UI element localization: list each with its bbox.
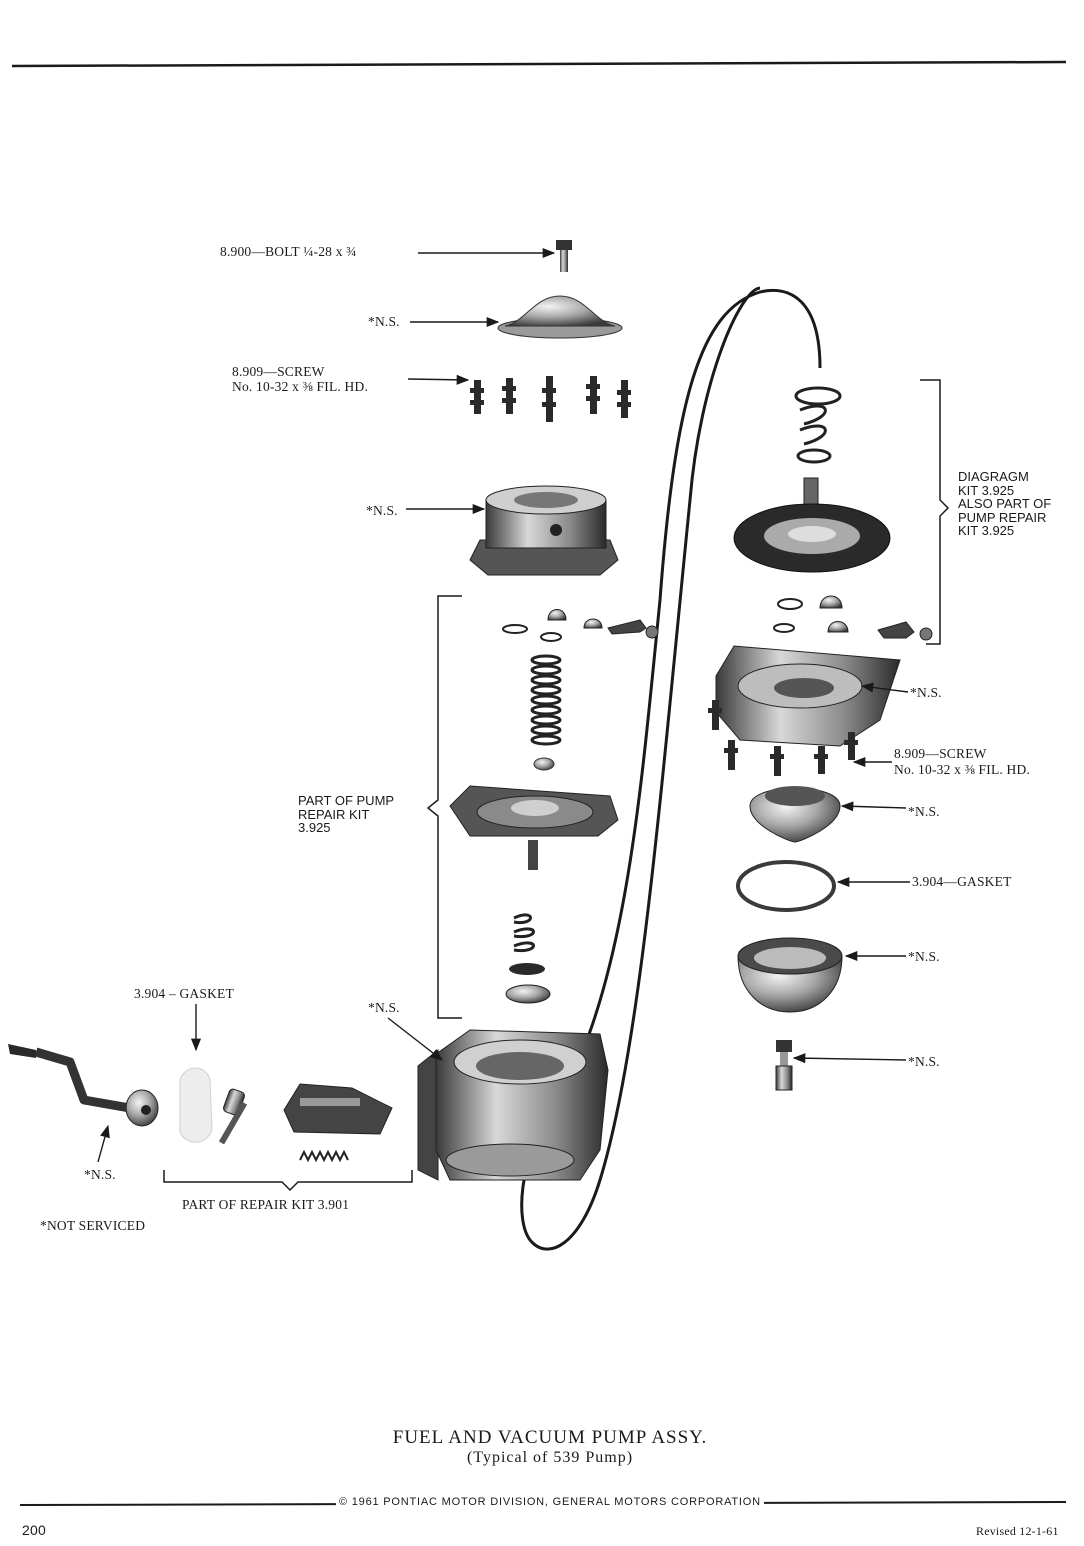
label-screw-right-2: No. 10-32 x ⅜ FIL. HD.: [894, 762, 1031, 777]
diaphragm-kit-line: KIT 3.925: [958, 482, 1015, 498]
spring-part: [530, 654, 562, 746]
pump-repair-kit-line: 3.925: [298, 820, 331, 835]
label-repair-kit-3901: PART OF REPAIR KIT 3.901: [182, 1197, 350, 1212]
label-ns-bowl: *N.S.: [908, 949, 940, 964]
connector-loop: [520, 286, 822, 1251]
bowl-part: [737, 937, 843, 1013]
label-gasket-left: 3.904 – GASKET: [134, 986, 234, 1001]
diaphragm-right-part: [733, 477, 891, 573]
label-ns-cover: *N.S.: [368, 314, 400, 329]
cap-right-part: [749, 786, 841, 843]
label-diaphragm-kit: DIAGRAGM KIT 3.925 ALSO PART OF PUMP REP…: [958, 470, 1051, 538]
upper-spring-right: [794, 386, 842, 464]
pump-repair-kit-line: REPAIR KIT: [298, 806, 370, 822]
label-screw-top-1: 8.909—SCREW: [232, 364, 325, 379]
gasket-right-part: [736, 860, 836, 912]
footer-copyright: © 1961 PONTIAC MOTOR DIVISION, GENERAL M…: [336, 1496, 764, 1508]
figure-title: FUEL AND VACUUM PUMP ASSY.: [392, 1427, 708, 1448]
cap-arrow: [840, 801, 907, 812]
label-ns-valve-body: *N.S.: [910, 685, 942, 700]
valve-parts-left: [502, 609, 659, 642]
label-screw-top-2: No. 10-32 x ⅜ FIL. HD.: [232, 379, 369, 394]
bowl-bolt-arrow: [792, 1053, 907, 1064]
repair-kit-3901-bracket: [163, 1170, 413, 1192]
upper-body-part: [469, 485, 619, 576]
screws-top-part: [470, 376, 631, 422]
label-gasket-right: 3.904—GASKET: [912, 874, 1012, 889]
page-number: 200: [22, 1522, 46, 1538]
lever-arrow: [97, 1124, 110, 1163]
spring-seat: [533, 757, 555, 771]
valve-body-arrow: [860, 682, 909, 693]
rocker-arm-part: [8, 1044, 159, 1127]
valve-body-right-part: [715, 645, 901, 747]
cover-part: [497, 295, 623, 339]
revised-date: Revised 12-1-61: [976, 1524, 1059, 1538]
bowl-bolt-part: [775, 1040, 793, 1091]
housing-arrow: [387, 1017, 443, 1061]
label-ns-housing: *N.S.: [368, 1000, 400, 1015]
label-ns-bolt: *N.S.: [908, 1054, 940, 1069]
top-rule: [11, 60, 1067, 68]
housing-part: [417, 1029, 609, 1181]
screws-right-part: [708, 700, 858, 776]
figure-subtitle: (Typical of 539 Pump): [466, 1449, 634, 1466]
pump-repair-kit-line: PART OF PUMP: [298, 793, 395, 808]
label-screw-right-1: 8.909—SCREW: [894, 746, 987, 761]
diaphragm-kit-line: PUMP REPAIR: [958, 509, 1047, 525]
diaphragm-plate-left: [449, 785, 619, 870]
diaphragm-kit-bracket: [920, 379, 950, 645]
label-ns-cap: *N.S.: [908, 804, 940, 819]
gasket-left-part: [179, 1067, 213, 1143]
diaphragm-kit-line: DIAGRAGM: [958, 469, 1029, 484]
pump-repair-kit-bracket: [426, 595, 462, 1019]
screws-top-arrow: [407, 374, 470, 385]
figure-caption: FUEL AND VACUUM PUMP ASSY. (Typical of 5…: [0, 1427, 1084, 1467]
label-bolt: 8.900—BOLT ¼-28 x ¾: [220, 244, 357, 259]
valve-disc-part: [505, 984, 551, 1004]
diaphragm-kit-line: ALSO PART OF: [958, 496, 1052, 511]
link-assembly-part: [283, 1083, 393, 1163]
valve-parts-right: [773, 595, 933, 641]
label-pump-repair-kit: PART OF PUMP REPAIR KIT 3.925: [298, 794, 394, 835]
diaphragm-kit-line: KIT 3.925: [958, 523, 1015, 538]
bolt-part: [556, 240, 572, 272]
washer-part: [509, 963, 545, 975]
lower-spring-part: [513, 913, 535, 953]
label-ns-lever: *N.S.: [84, 1167, 116, 1182]
label-ns-upper-body: *N.S.: [366, 503, 398, 518]
label-not-serviced: *NOT SERVICED: [40, 1218, 146, 1233]
pin-parts: [218, 1088, 248, 1145]
